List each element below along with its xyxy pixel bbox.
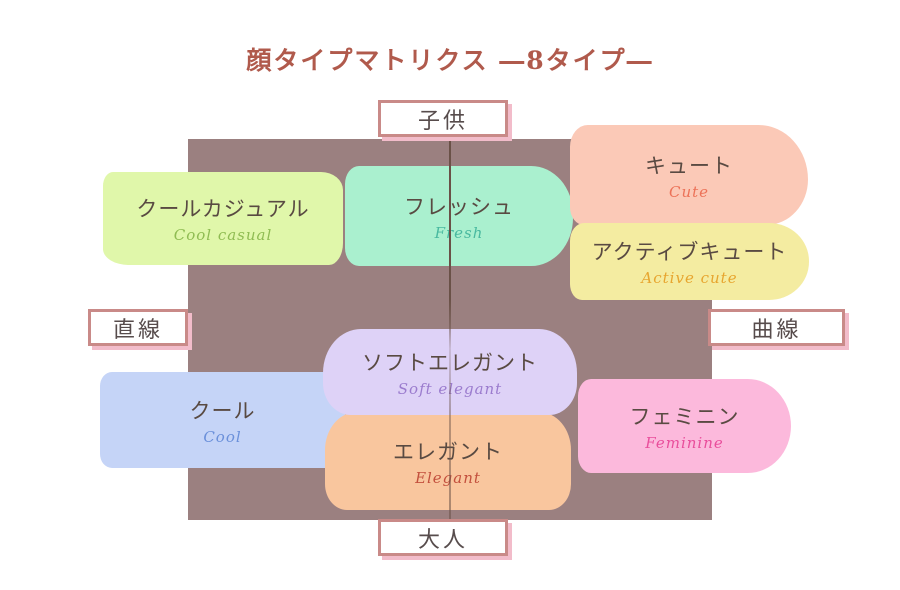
type-card-fresh: フレッシュ Fresh [345,166,573,266]
type-name-ja: フレッシュ [404,194,514,219]
axis-label-adult: 大人 [378,519,508,556]
type-card-cool-casual: クールカジュアル Cool casual [103,172,343,265]
type-card-cute: キュート Cute [570,125,808,225]
type-name-ja: フェミニン [629,404,740,429]
type-name-en: Cool casual [173,226,273,244]
axis-label-child: 子供 [378,100,508,137]
type-card-feminine: フェミニン Feminine [578,379,791,473]
page-title: 顔タイプマトリクス ―8タイプ― [246,45,654,75]
type-name-ja: クール [189,398,256,423]
type-name-ja: クールカジュアル [136,197,310,221]
type-name-ja: アクティブキュート [591,240,788,264]
type-card-active-cute: アクティブキュート Active cute [570,223,809,300]
vertical-axis-line [449,139,451,520]
type-name-en: Fresh [434,223,484,242]
axis-label-curved: 曲線 [708,309,845,346]
type-name-en: Feminine [645,433,724,452]
type-name-en: Cool [203,427,242,446]
type-card-elegant: エレガント Elegant [325,412,571,510]
type-name-ja: エレガント [393,439,503,464]
type-name-ja: キュート [645,153,733,178]
type-card-cool: クール Cool [100,372,345,468]
type-name-en: Cute [668,182,710,201]
type-name-en: Elegant [415,468,481,487]
type-name-en: Active cute [641,269,738,287]
axis-label-straight: 直線 [88,309,188,346]
